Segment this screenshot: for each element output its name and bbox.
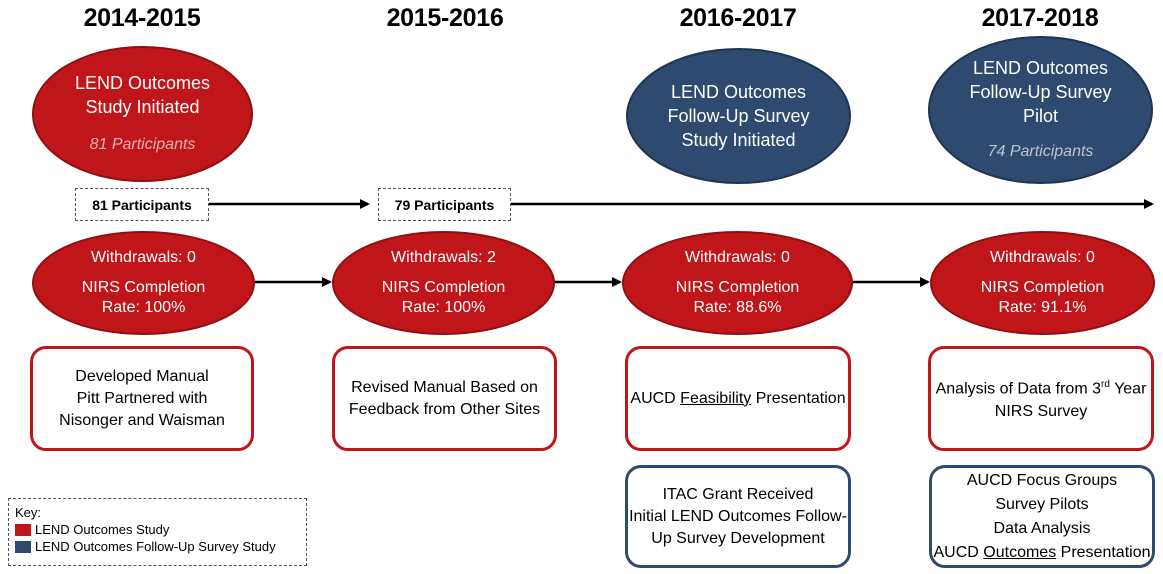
activity-superscript: rd: [1101, 379, 1110, 391]
completion-rate: Rate: 88.6%: [693, 299, 782, 316]
milestone-study-initiated: LEND Outcomes Study Initiated 81 Partici…: [32, 46, 253, 182]
milestone-line: Follow-Up Survey: [667, 106, 810, 126]
milestone-line: LEND Outcomes: [670, 82, 807, 102]
activity-line: Pitt Partnered with: [76, 389, 208, 407]
year-header-2014: 2014-2015: [83, 4, 201, 32]
activity-text: Year: [1109, 380, 1147, 398]
milestone-line: Follow-Up Survey: [969, 82, 1112, 102]
milestone-participants: 74 Participants: [987, 143, 1094, 160]
milestone-line: Study Initiated: [85, 97, 200, 117]
red-swatch: [15, 523, 31, 536]
followup-text: Presentation: [1056, 543, 1151, 561]
year-header-2015: 2015-2016: [386, 4, 504, 32]
activity-box-2015: Revised Manual Based on Feedback from Ot…: [332, 346, 557, 451]
activity-box-2016: AUCD Feasibility Presentation: [625, 346, 851, 451]
activity-line: AUCD Feasibility Presentation: [630, 388, 845, 410]
activity-line: NIRS Survey: [994, 402, 1088, 420]
completion-label: NIRS Completion: [81, 279, 206, 296]
milestone-followup-initiated: LEND Outcomes Follow-Up Survey Study Ini…: [626, 48, 851, 184]
stats-ellipse-2016: Withdrawals: 0 NIRS Completion Rate: 88.…: [622, 231, 853, 335]
activity-box-2014: Developed Manual Pitt Partnered with Nis…: [30, 346, 254, 451]
completion-rate: Rate: 100%: [401, 299, 486, 316]
withdrawals-text: Withdrawals: 2: [391, 249, 496, 266]
followup-text: AUCD: [933, 543, 984, 561]
completion-label: NIRS Completion: [675, 279, 800, 296]
followup-line: Data Analysis: [993, 519, 1091, 537]
participants-box-2014: 81 Participants: [75, 188, 209, 221]
legend-label: LEND Outcomes Study: [35, 522, 170, 537]
completion-rate: Rate: 100%: [101, 299, 186, 316]
followup-line: Initial LEND Outcomes Follow-: [629, 507, 847, 525]
activity-line: Developed Manual: [75, 367, 209, 385]
withdrawals-text: Withdrawals: 0: [685, 249, 790, 266]
legend-title: Key:: [15, 505, 42, 520]
legend-item-study: LEND Outcomes Study: [15, 521, 300, 538]
completion-label: NIRS Completion: [980, 279, 1105, 296]
legend-item-followup: LEND Outcomes Follow-Up Survey Study: [15, 538, 300, 555]
followup-underlined: Outcomes: [983, 543, 1057, 561]
milestone-followup-pilot: LEND Outcomes Follow-Up Survey Pilot 74 …: [928, 36, 1153, 184]
followup-box-2016: ITAC Grant Received Initial LEND Outcome…: [625, 465, 851, 568]
legend-label: LEND Outcomes Follow-Up Survey Study: [35, 539, 276, 554]
completion-rate: Rate: 91.1%: [998, 299, 1087, 316]
stats-ellipse-2015: Withdrawals: 2 NIRS Completion Rate: 100…: [332, 231, 555, 335]
withdrawals-text: Withdrawals: 0: [990, 249, 1095, 266]
activity-text: Analysis of Data from 3: [935, 380, 1101, 398]
followup-line: Up Survey Development: [651, 529, 825, 547]
followup-box-2017: AUCD Focus Groups Survey Pilots Data Ana…: [929, 465, 1155, 568]
navy-swatch: [15, 540, 31, 553]
activity-box-2017: Analysis of Data from 3rd Year NIRS Surv…: [928, 346, 1154, 451]
milestone-line: LEND Outcomes: [74, 73, 211, 93]
milestone-participants: 81 Participants: [89, 136, 196, 153]
activity-line: Nisonger and Waisman: [59, 411, 225, 429]
milestone-line: Study Initiated: [681, 130, 796, 150]
followup-line: AUCD Outcomes Presentation: [934, 541, 1151, 565]
withdrawals-text: Withdrawals: 0: [91, 249, 196, 266]
milestone-line: LEND Outcomes: [972, 58, 1109, 78]
followup-line: Survey Pilots: [995, 495, 1089, 513]
year-header-2017: 2017-2018: [981, 4, 1099, 32]
activity-underlined: Feasibility: [680, 389, 752, 407]
year-header-2016: 2016-2017: [679, 4, 797, 32]
legend-key: Key: LEND Outcomes Study LEND Outcomes F…: [8, 498, 307, 566]
followup-line: ITAC Grant Received: [662, 485, 814, 503]
milestone-line: Pilot: [1022, 106, 1058, 126]
activity-line: Analysis of Data from 3rd Year: [936, 374, 1147, 400]
activity-text: Presentation: [751, 389, 846, 407]
activity-text: AUCD: [630, 389, 681, 407]
activity-line: Feedback from Other Sites: [348, 400, 541, 418]
stats-ellipse-2014: Withdrawals: 0 NIRS Completion Rate: 100…: [32, 231, 255, 335]
activity-line: Revised Manual Based on: [351, 378, 538, 396]
followup-line: AUCD Focus Groups: [966, 471, 1118, 489]
completion-label: NIRS Completion: [381, 279, 506, 296]
stats-ellipse-2017: Withdrawals: 0 NIRS Completion Rate: 91.…: [930, 231, 1155, 335]
participants-box-2015: 79 Participants: [378, 188, 511, 221]
